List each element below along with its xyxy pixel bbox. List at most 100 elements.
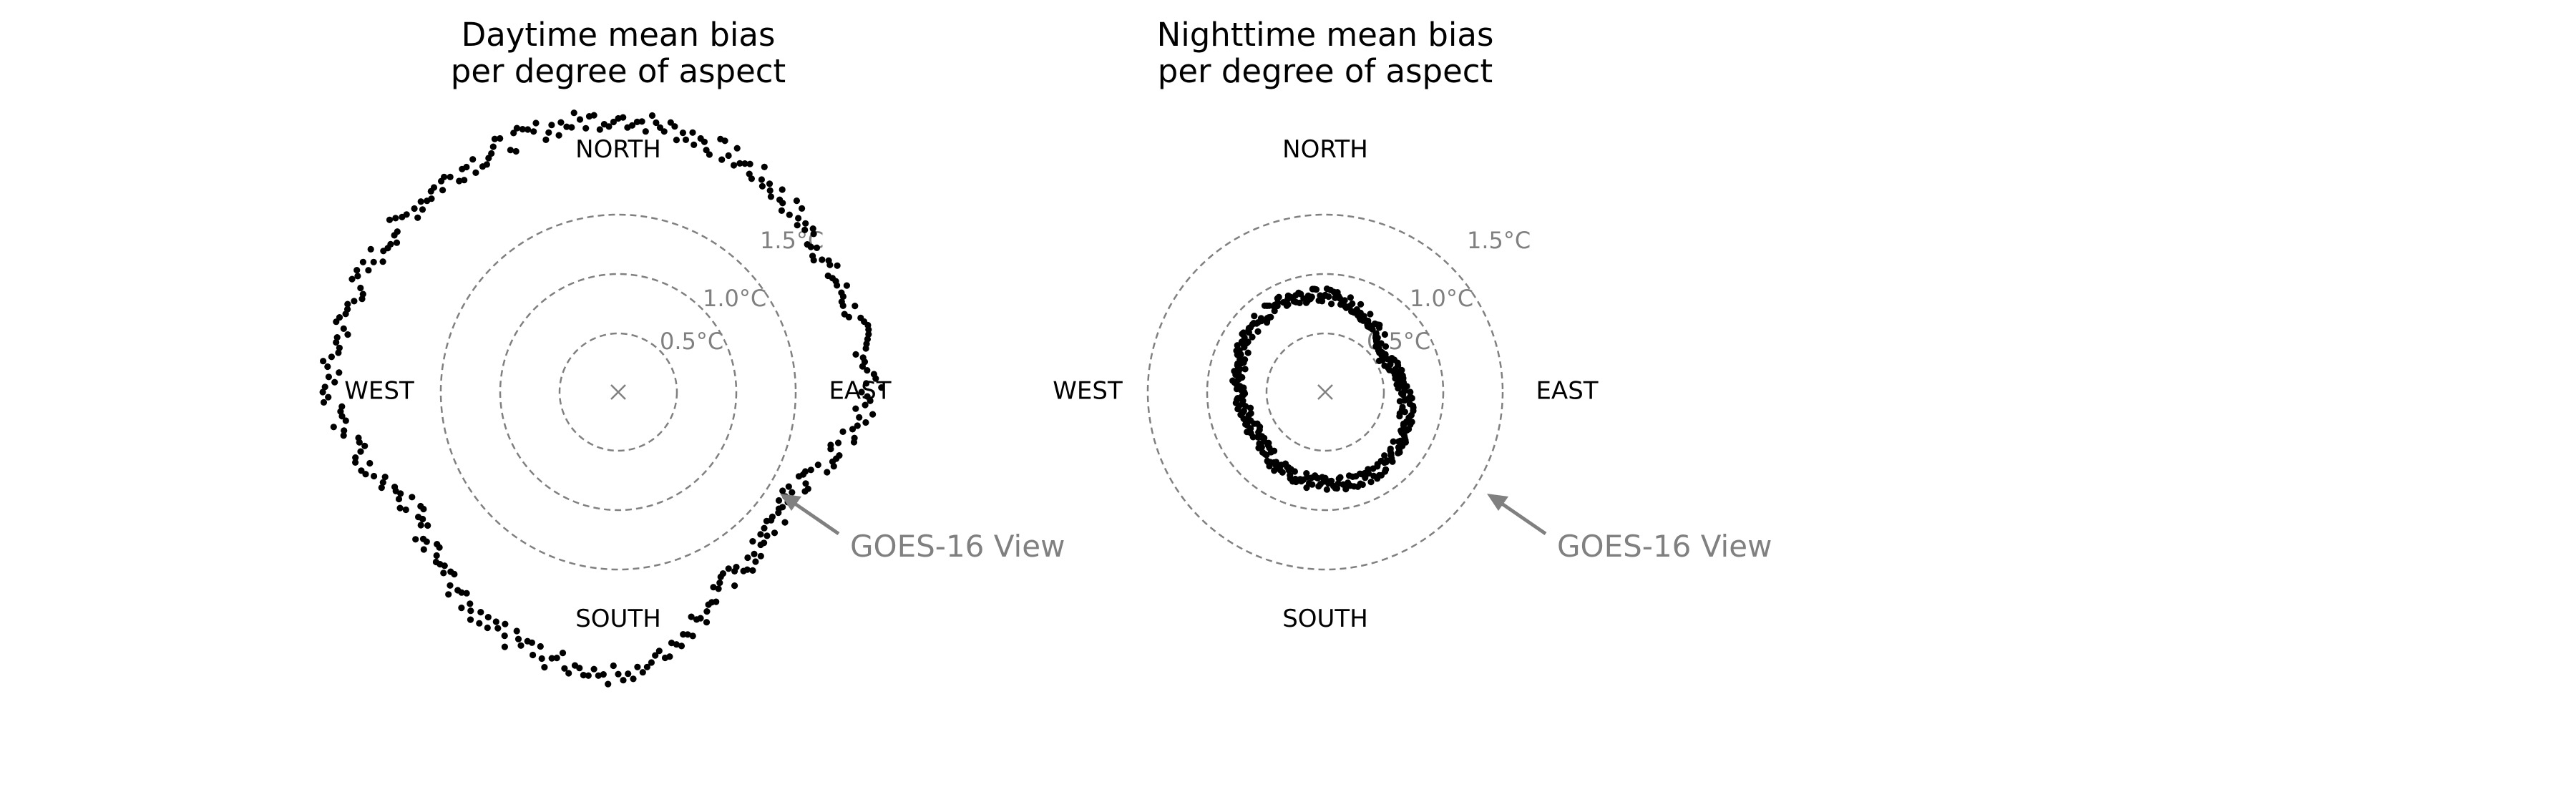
data-point xyxy=(810,230,817,238)
data-point xyxy=(477,609,484,616)
data-point xyxy=(749,567,756,575)
data-point xyxy=(748,175,755,182)
data-point xyxy=(839,428,847,436)
daytime-data-points xyxy=(319,109,885,688)
data-point xyxy=(417,522,424,529)
data-point xyxy=(428,195,435,202)
data-point xyxy=(789,489,796,496)
data-point xyxy=(1251,313,1258,320)
data-point xyxy=(757,552,764,559)
data-point xyxy=(1271,467,1278,474)
data-point xyxy=(652,652,659,659)
data-point xyxy=(336,369,343,376)
data-point xyxy=(638,118,645,125)
data-point xyxy=(336,344,343,351)
data-point xyxy=(600,671,607,678)
daytime-ring-label-1-0: 1.0°C xyxy=(703,285,766,312)
data-point xyxy=(530,128,537,135)
data-point xyxy=(1241,356,1249,363)
data-point xyxy=(555,132,562,139)
data-point xyxy=(538,655,545,663)
nighttime-ring-label-1-5: 1.5°C xyxy=(1467,227,1531,254)
data-point xyxy=(725,152,732,160)
data-point xyxy=(706,151,713,158)
data-point xyxy=(512,147,519,155)
data-point xyxy=(514,635,522,642)
data-point xyxy=(570,109,577,117)
data-point xyxy=(463,590,470,597)
data-point xyxy=(1249,333,1256,341)
data-point xyxy=(342,417,349,424)
data-point xyxy=(744,554,751,562)
data-point xyxy=(682,136,690,143)
data-point xyxy=(705,601,712,608)
data-point xyxy=(1395,438,1402,445)
data-point xyxy=(501,632,508,640)
data-point xyxy=(366,459,374,467)
data-point xyxy=(328,353,335,361)
data-point xyxy=(648,659,655,666)
data-point xyxy=(359,290,366,298)
data-point xyxy=(1340,481,1347,488)
data-point xyxy=(1396,398,1403,405)
data-point xyxy=(1312,286,1320,293)
data-point xyxy=(365,267,372,274)
daytime-ring-1-5 xyxy=(439,213,797,571)
data-point xyxy=(859,363,866,370)
data-point xyxy=(801,488,809,495)
data-point xyxy=(537,642,544,650)
data-point xyxy=(655,647,663,655)
data-point xyxy=(467,607,474,615)
data-point xyxy=(634,663,641,670)
data-point xyxy=(643,663,651,670)
data-point xyxy=(434,541,441,548)
data-point xyxy=(1395,449,1402,457)
data-point xyxy=(794,222,801,229)
data-point xyxy=(620,677,627,684)
data-point xyxy=(596,126,603,133)
data-point xyxy=(813,244,821,251)
data-point xyxy=(850,439,858,446)
data-point xyxy=(758,182,766,190)
data-point xyxy=(761,163,768,170)
data-point xyxy=(1315,483,1322,490)
data-point xyxy=(639,669,646,676)
data-point xyxy=(799,205,806,212)
data-point xyxy=(357,448,364,455)
data-point xyxy=(445,591,452,598)
data-point xyxy=(1257,315,1264,322)
data-point xyxy=(352,454,359,461)
data-point xyxy=(319,388,326,396)
data-point xyxy=(354,273,361,280)
data-point xyxy=(779,186,786,193)
data-point xyxy=(703,619,711,626)
data-point xyxy=(766,187,774,194)
data-point xyxy=(484,614,492,621)
data-point xyxy=(761,524,768,532)
data-point xyxy=(1396,413,1403,420)
data-point xyxy=(497,135,504,142)
data-point xyxy=(525,126,532,133)
data-point xyxy=(733,145,741,152)
data-point xyxy=(489,143,497,150)
data-point xyxy=(580,672,587,679)
data-point xyxy=(746,160,753,167)
data-point xyxy=(396,504,404,512)
data-point xyxy=(447,582,454,589)
data-point xyxy=(439,187,447,194)
data-point xyxy=(867,397,874,404)
data-point xyxy=(830,463,837,470)
data-point xyxy=(660,128,668,135)
nighttime-view-annotation: GOES-16 View xyxy=(1557,529,1772,564)
data-point xyxy=(749,538,756,545)
data-point xyxy=(461,177,468,184)
data-point xyxy=(447,173,454,180)
data-point xyxy=(852,303,859,310)
data-point xyxy=(858,388,865,396)
data-point xyxy=(795,215,802,222)
data-point xyxy=(469,156,477,163)
data-point xyxy=(1379,357,1386,364)
data-point xyxy=(839,293,847,300)
data-point xyxy=(320,399,328,406)
data-point xyxy=(834,282,841,289)
